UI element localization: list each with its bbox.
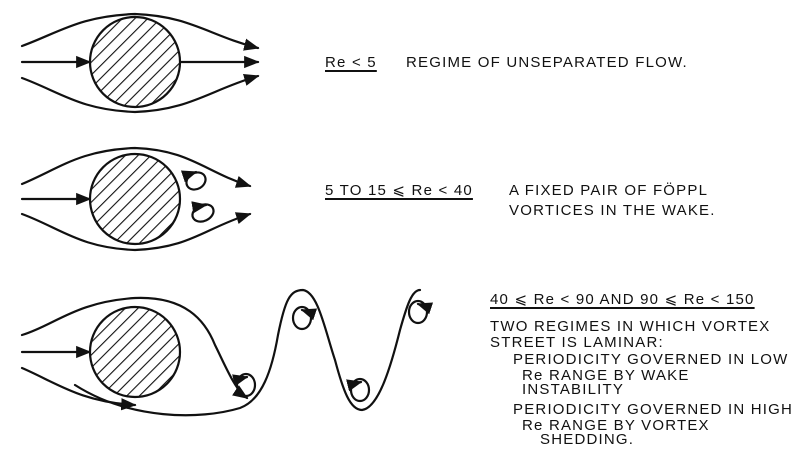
regime-3-description-line: PERIODICITY GOVERNED IN HIGH	[513, 401, 794, 418]
unseparated-flow-sketch	[20, 12, 260, 114]
streamline	[20, 296, 249, 400]
regime-3-description-line: Re RANGE BY VORTEX	[522, 417, 710, 434]
streamline	[20, 73, 260, 114]
streamline	[20, 212, 252, 252]
regime-3-description-line: PERIODICITY GOVERNED IN LOW	[513, 351, 789, 368]
regime-1-description: REGIME OF UNSEPARATED FLOW.	[406, 54, 688, 71]
regime-3-description-line: Re RANGE BY WAKE	[522, 367, 690, 384]
regime-2-range: 5 TO 15 ⩽ Re < 40	[325, 182, 473, 199]
vortex-street-sketch	[20, 288, 434, 417]
vortex-street-wake	[73, 288, 422, 417]
cylinder	[88, 305, 182, 399]
regime-3-description-line: TWO REGIMES IN WHICH VORTEX	[490, 318, 771, 335]
cylinder	[88, 15, 182, 109]
regime-2-description-line: VORTICES IN THE WAKE.	[509, 202, 716, 219]
regime-3-description-line: STREET IS LAMINAR:	[490, 334, 664, 351]
streamline	[20, 12, 260, 51]
regime-3-description-line: INSTABILITY	[522, 381, 625, 398]
regime-1-range: Re < 5	[325, 54, 377, 71]
cylinder	[88, 152, 182, 246]
foppl-vortices-sketch	[20, 146, 252, 252]
regime-3-range: 40 ⩽ Re < 90 AND 90 ⩽ Re < 150	[490, 291, 755, 308]
regime-2-description-line: A FIXED PAIR OF FÖPPL	[509, 182, 709, 199]
streamline	[20, 146, 252, 188]
streamline	[20, 366, 137, 411]
regime-3-description-line: SHEDDING.	[540, 431, 635, 448]
